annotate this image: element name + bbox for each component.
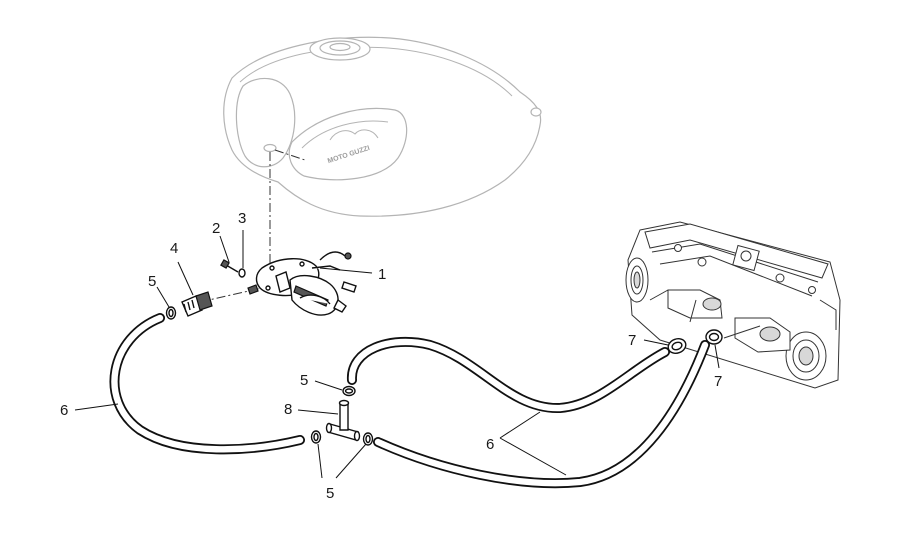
throttle-body-assembly [625, 221, 841, 389]
callout-4: 4 [170, 240, 178, 257]
spring-clamp [667, 338, 687, 354]
install-axis-tank [274, 149, 306, 161]
logo-recess [288, 107, 408, 181]
fuel-hose-upper [347, 336, 670, 414]
pump-outlet [247, 284, 259, 295]
fuel-pump [255, 251, 357, 316]
callout-5-lower: 5 [326, 485, 334, 502]
hose-clamp [310, 430, 322, 444]
callout-6-right: 6 [486, 436, 494, 453]
callout-2: 2 [212, 220, 220, 237]
callout-3: 3 [238, 210, 246, 227]
callout-8: 8 [284, 401, 292, 418]
callout-6-left: 6 [60, 402, 68, 419]
knee-recess-left [235, 77, 296, 168]
spring-clamp [705, 329, 723, 345]
pump-aperture [263, 143, 277, 153]
pump-screw [220, 259, 239, 273]
screw-washer [238, 268, 246, 278]
hose-clamp [362, 432, 374, 446]
t-junction [325, 399, 361, 442]
callout-5-fitting: 5 [148, 273, 156, 290]
hose-clamp [165, 306, 177, 320]
fuel-hose-left [109, 313, 305, 455]
tank-vent-stub [530, 107, 542, 117]
fuel-tank: MOTO GUZZI [223, 36, 542, 217]
callout-labels: 1 2 3 4 5 5 5 6 6 7 7 8 [60, 210, 722, 502]
hose-fitting [181, 291, 213, 317]
leader-lines [74, 230, 720, 479]
hose-clamp [342, 385, 356, 397]
callout-7-left: 7 [628, 332, 636, 349]
callout-1: 1 [378, 266, 386, 283]
callout-5-upper: 5 [300, 372, 308, 389]
fuel-hose-lower [373, 340, 710, 489]
callout-7-right: 7 [714, 373, 722, 390]
